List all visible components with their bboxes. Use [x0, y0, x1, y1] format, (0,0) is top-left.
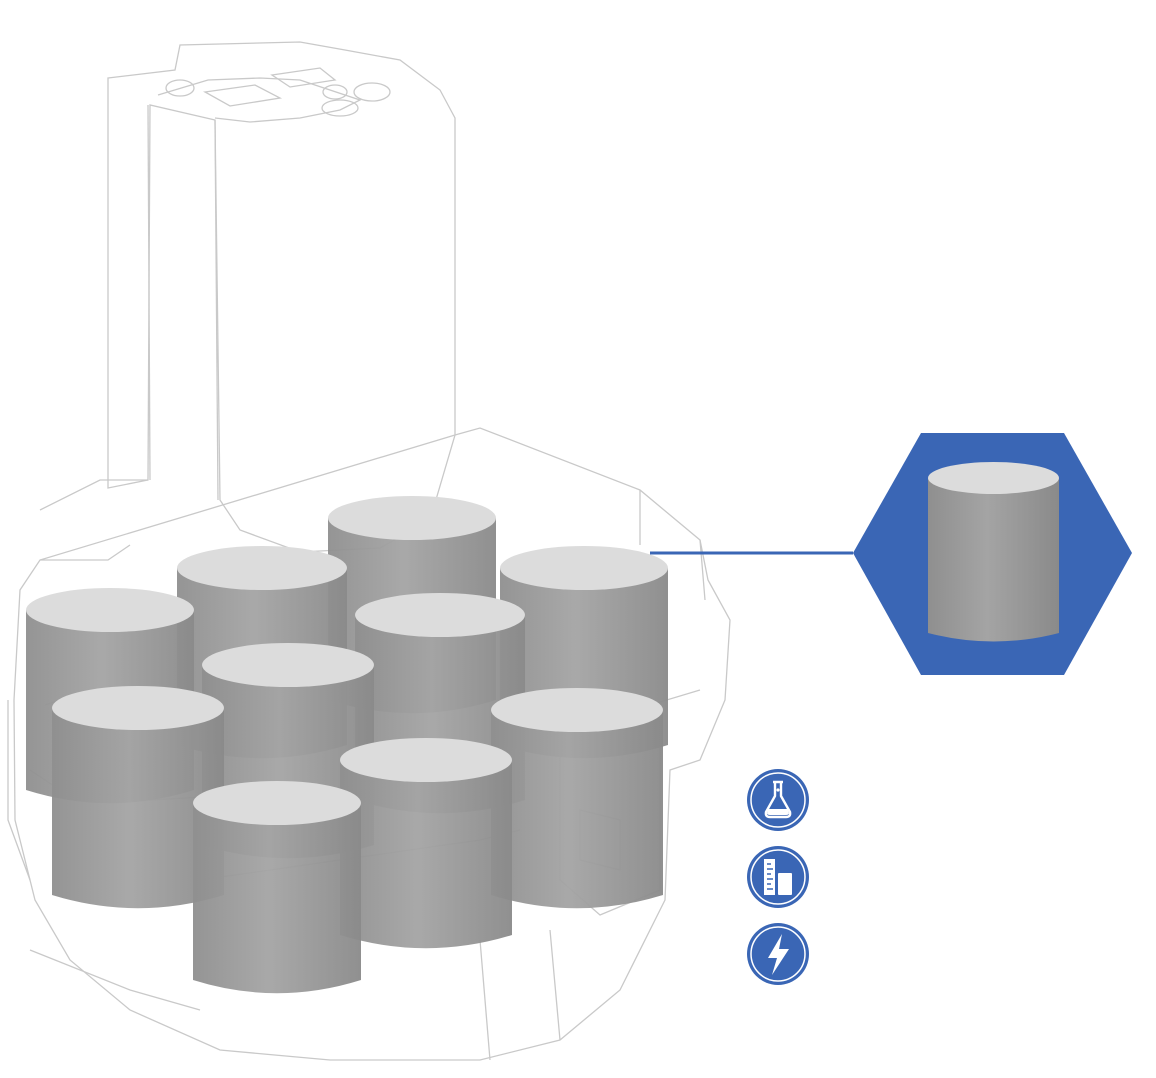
battery-cell [491, 688, 663, 909]
callout-cell-top [928, 462, 1059, 494]
measurement-icon [747, 846, 809, 908]
cell-top [202, 643, 374, 687]
cell-body [491, 710, 663, 909]
feature-icons [746, 768, 812, 999]
cell-body [52, 708, 224, 909]
battery-cell [340, 738, 512, 949]
cell-top [500, 546, 668, 590]
cell-top [355, 593, 525, 637]
battery-cells [26, 496, 668, 994]
cell-top [340, 738, 512, 782]
battery-cell [193, 781, 361, 994]
cell-body [193, 803, 361, 994]
cell-top [26, 588, 194, 632]
cell-top [193, 781, 361, 825]
cell-top [52, 686, 224, 730]
flask-icon [747, 769, 809, 831]
cell-top [177, 546, 347, 590]
battery-cell [52, 686, 224, 909]
cell-top [328, 496, 496, 540]
single-cell-callout [853, 433, 1132, 675]
callout-cell-body [928, 478, 1059, 642]
lightning-icon [747, 923, 809, 985]
cell-body [340, 760, 512, 949]
cell-top [491, 688, 663, 732]
